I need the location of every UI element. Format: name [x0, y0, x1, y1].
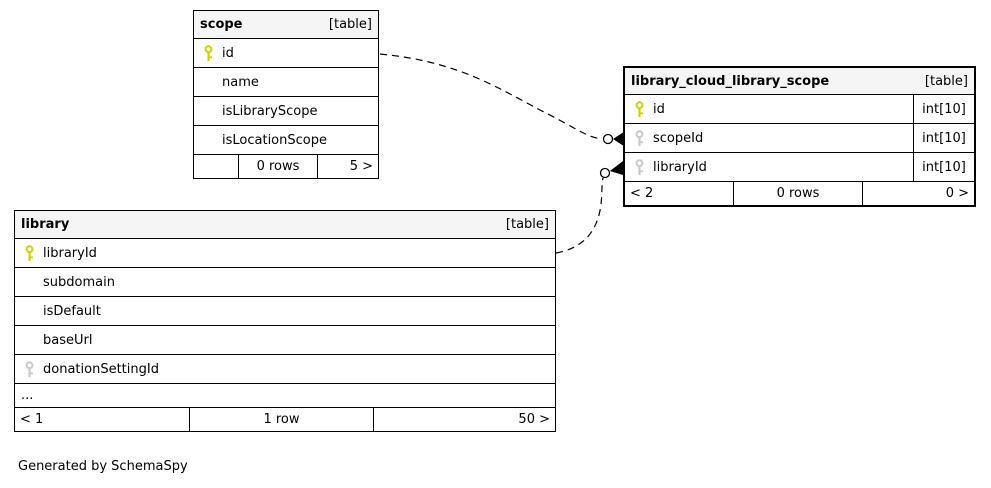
- column-name: id: [222, 45, 234, 61]
- table-header[interactable]: library [table]: [15, 211, 555, 239]
- footer-degree-in: < 2: [630, 186, 654, 201]
- generated-by-note: Generated by SchemaSpy: [18, 459, 188, 474]
- footer-row-count: 0 rows: [238, 155, 317, 178]
- column-row-libraryId: libraryId int[10]: [625, 152, 974, 181]
- column-row-name: name: [194, 67, 378, 96]
- column-type: int[10]: [913, 124, 974, 152]
- column-name: baseUrl: [43, 332, 93, 348]
- table-title[interactable]: scope: [200, 17, 243, 32]
- column-row-isLibraryScope: isLibraryScope: [194, 96, 378, 125]
- footer-degree-in: [194, 155, 238, 178]
- column-name: isLocationScope: [222, 132, 327, 148]
- foreign-key-icon: [633, 129, 645, 147]
- column-row-id: id int[10]: [625, 95, 974, 123]
- column-name: isDefault: [43, 303, 101, 319]
- column-name: id: [653, 101, 665, 117]
- table-columns: libraryId subdomain isDefault baseUrl donati…: [15, 239, 555, 407]
- column-name: isLibraryScope: [222, 103, 318, 119]
- column-row-isLocationScope: isLocationScope: [194, 125, 378, 154]
- footer-degree-out: 50 >: [373, 408, 555, 431]
- table-columns: id int[10] scopeId int[10] libraryId int[10]: [625, 95, 974, 181]
- table-node-library[interactable]: library [table] libraryId subdomain isDefa…: [14, 210, 556, 432]
- table-header[interactable]: library_cloud_library_scope [table]: [625, 68, 974, 95]
- table-columns: id name isLibraryScope isLocationScope: [194, 39, 378, 154]
- column-row-scopeId: scopeId int[10]: [625, 123, 974, 152]
- table-node-scope[interactable]: scope [table] id name isLibraryScope isLoca…: [193, 10, 379, 179]
- primary-key-icon: [23, 244, 35, 262]
- table-title[interactable]: library_cloud_library_scope: [631, 73, 830, 89]
- footer-degree-out: 5 >: [317, 155, 378, 178]
- column-row-donationSettingId: donationSettingId: [15, 354, 555, 383]
- column-type: int[10]: [913, 95, 974, 123]
- footer-row-count: 1 row: [189, 408, 373, 431]
- column-row-id: id: [194, 39, 378, 67]
- table-header[interactable]: scope [table]: [194, 11, 378, 39]
- table-type-badge: [table]: [924, 73, 968, 89]
- column-row-isDefault: isDefault: [15, 296, 555, 325]
- footer-degree-out: 0 >: [862, 182, 974, 205]
- column-row-libraryId: libraryId: [15, 239, 555, 267]
- table-node-library-cloud-library-scope[interactable]: library_cloud_library_scope [table] id in…: [623, 66, 976, 207]
- footer-row-count: 0 rows: [733, 182, 862, 205]
- column-type: int[10]: [913, 153, 974, 181]
- footer-degree-in: < 1: [20, 412, 44, 427]
- foreign-key-icon: [633, 158, 645, 176]
- column-name: subdomain: [43, 274, 115, 290]
- primary-key-icon: [633, 100, 645, 118]
- column-row-more: ...: [15, 383, 555, 407]
- primary-key-icon: [202, 44, 214, 62]
- column-name: libraryId: [43, 245, 97, 261]
- table-type-badge: [table]: [328, 17, 372, 32]
- column-name: libraryId: [653, 159, 707, 175]
- table-title[interactable]: library: [21, 217, 70, 232]
- column-name: name: [222, 74, 259, 90]
- column-row-baseUrl: baseUrl: [15, 325, 555, 354]
- table-type-badge: [table]: [505, 217, 549, 232]
- relationship-library-to-libraryId: [555, 161, 623, 254]
- column-name: scopeId: [653, 130, 704, 146]
- column-name: ...: [21, 388, 34, 403]
- relationship-scope-to-scopeId: [379, 53, 623, 146]
- column-name: donationSettingId: [43, 361, 159, 377]
- column-row-subdomain: subdomain: [15, 267, 555, 296]
- foreign-key-icon: [23, 360, 35, 378]
